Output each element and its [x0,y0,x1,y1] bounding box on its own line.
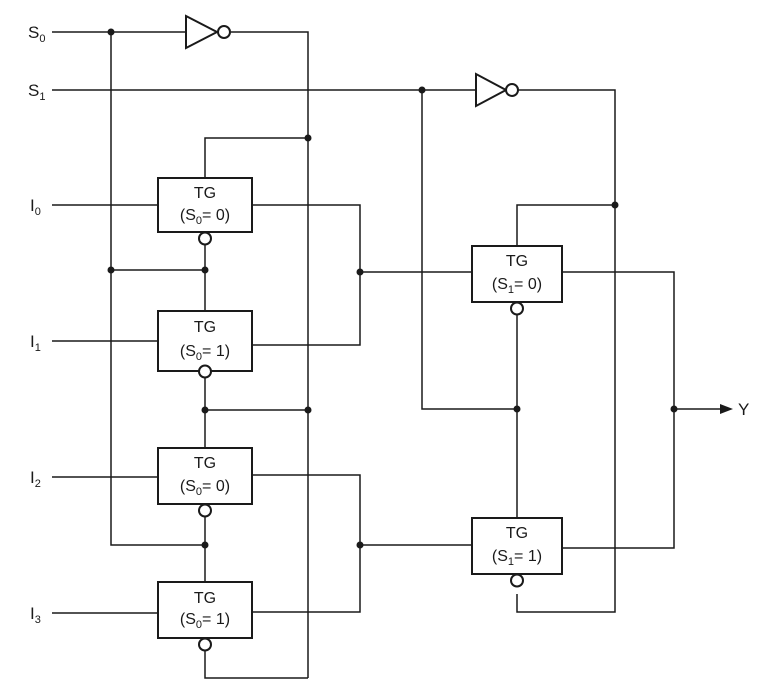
tg3-out-wire [252,474,361,613]
tg-bubble [198,637,212,652]
junction-dot [201,406,209,414]
junction-dot [201,541,209,549]
inverter-bubble [217,25,231,39]
i3-label: I3 [30,604,41,626]
tg-condition: (S0= 1) [180,611,230,631]
junction-dot [356,541,364,549]
tg1: TG (S0= 0) [157,177,253,246]
tg-condition: (S0= 0) [180,478,230,498]
tg1-control-wire [204,137,308,178]
tg-condition: (S0= 1) [180,343,230,363]
tg-title: TG [506,525,528,542]
tg-condition: (S1= 0) [492,276,542,296]
tg1-out-wire [252,204,361,346]
inverter-bubble [505,83,519,97]
s1-label: S1 [28,81,45,103]
junction-dot [611,201,619,209]
tg5-control-wire [516,204,615,246]
tg4-bubble-wire [204,651,308,679]
tg5-out-wire [562,271,675,549]
y-arrowhead [720,404,733,414]
junction-dot [201,266,209,274]
tg-title: TG [194,319,216,336]
tg-condition: (S1= 1) [492,548,542,568]
junction-dot [107,28,115,36]
junction-dot [356,268,364,276]
i2-label: I2 [30,468,41,490]
s1-bar-wire [516,89,616,613]
junction-dot [304,406,312,414]
y-output-label: Y [738,400,749,419]
tg5: TG (S1= 0) [471,245,563,316]
junctions [107,28,678,549]
tg-title: TG [506,253,528,270]
junction-dot [670,405,678,413]
tg-box [157,581,253,639]
tg4: TG (S0= 1) [157,581,253,652]
junction-dot [304,134,312,142]
tg3: TG (S0= 0) [157,447,253,518]
junction-dot [513,405,521,413]
s0-inverter [185,14,231,50]
junction-dot [418,86,426,94]
tg-box [157,310,253,372]
tg-bubble [198,364,212,379]
tg-bubble [510,573,524,588]
inverter-triangle [185,14,220,50]
s0-label: S0 [28,23,45,45]
junction-dot [107,266,115,274]
i0-label: I0 [30,196,41,218]
tg-title: TG [194,185,216,202]
tg-bubble [198,231,212,246]
tg-box [157,447,253,505]
tg-bubble [510,301,524,316]
tg-box [471,517,563,575]
tg-title: TG [194,455,216,472]
tg2: TG (S0= 1) [157,310,253,379]
inverter-triangle [475,72,509,108]
wires [52,31,733,679]
s0-bar-wire [231,31,309,678]
tg-title: TG [194,590,216,607]
s1-inverter [475,72,519,108]
s0-left-bus [110,32,205,546]
s1-left-bus [421,90,517,410]
i1-label: I1 [30,332,41,354]
tg6: TG (S1= 1) [471,517,563,588]
tg-bubble [198,503,212,518]
tg-condition: (S0= 0) [180,207,230,227]
